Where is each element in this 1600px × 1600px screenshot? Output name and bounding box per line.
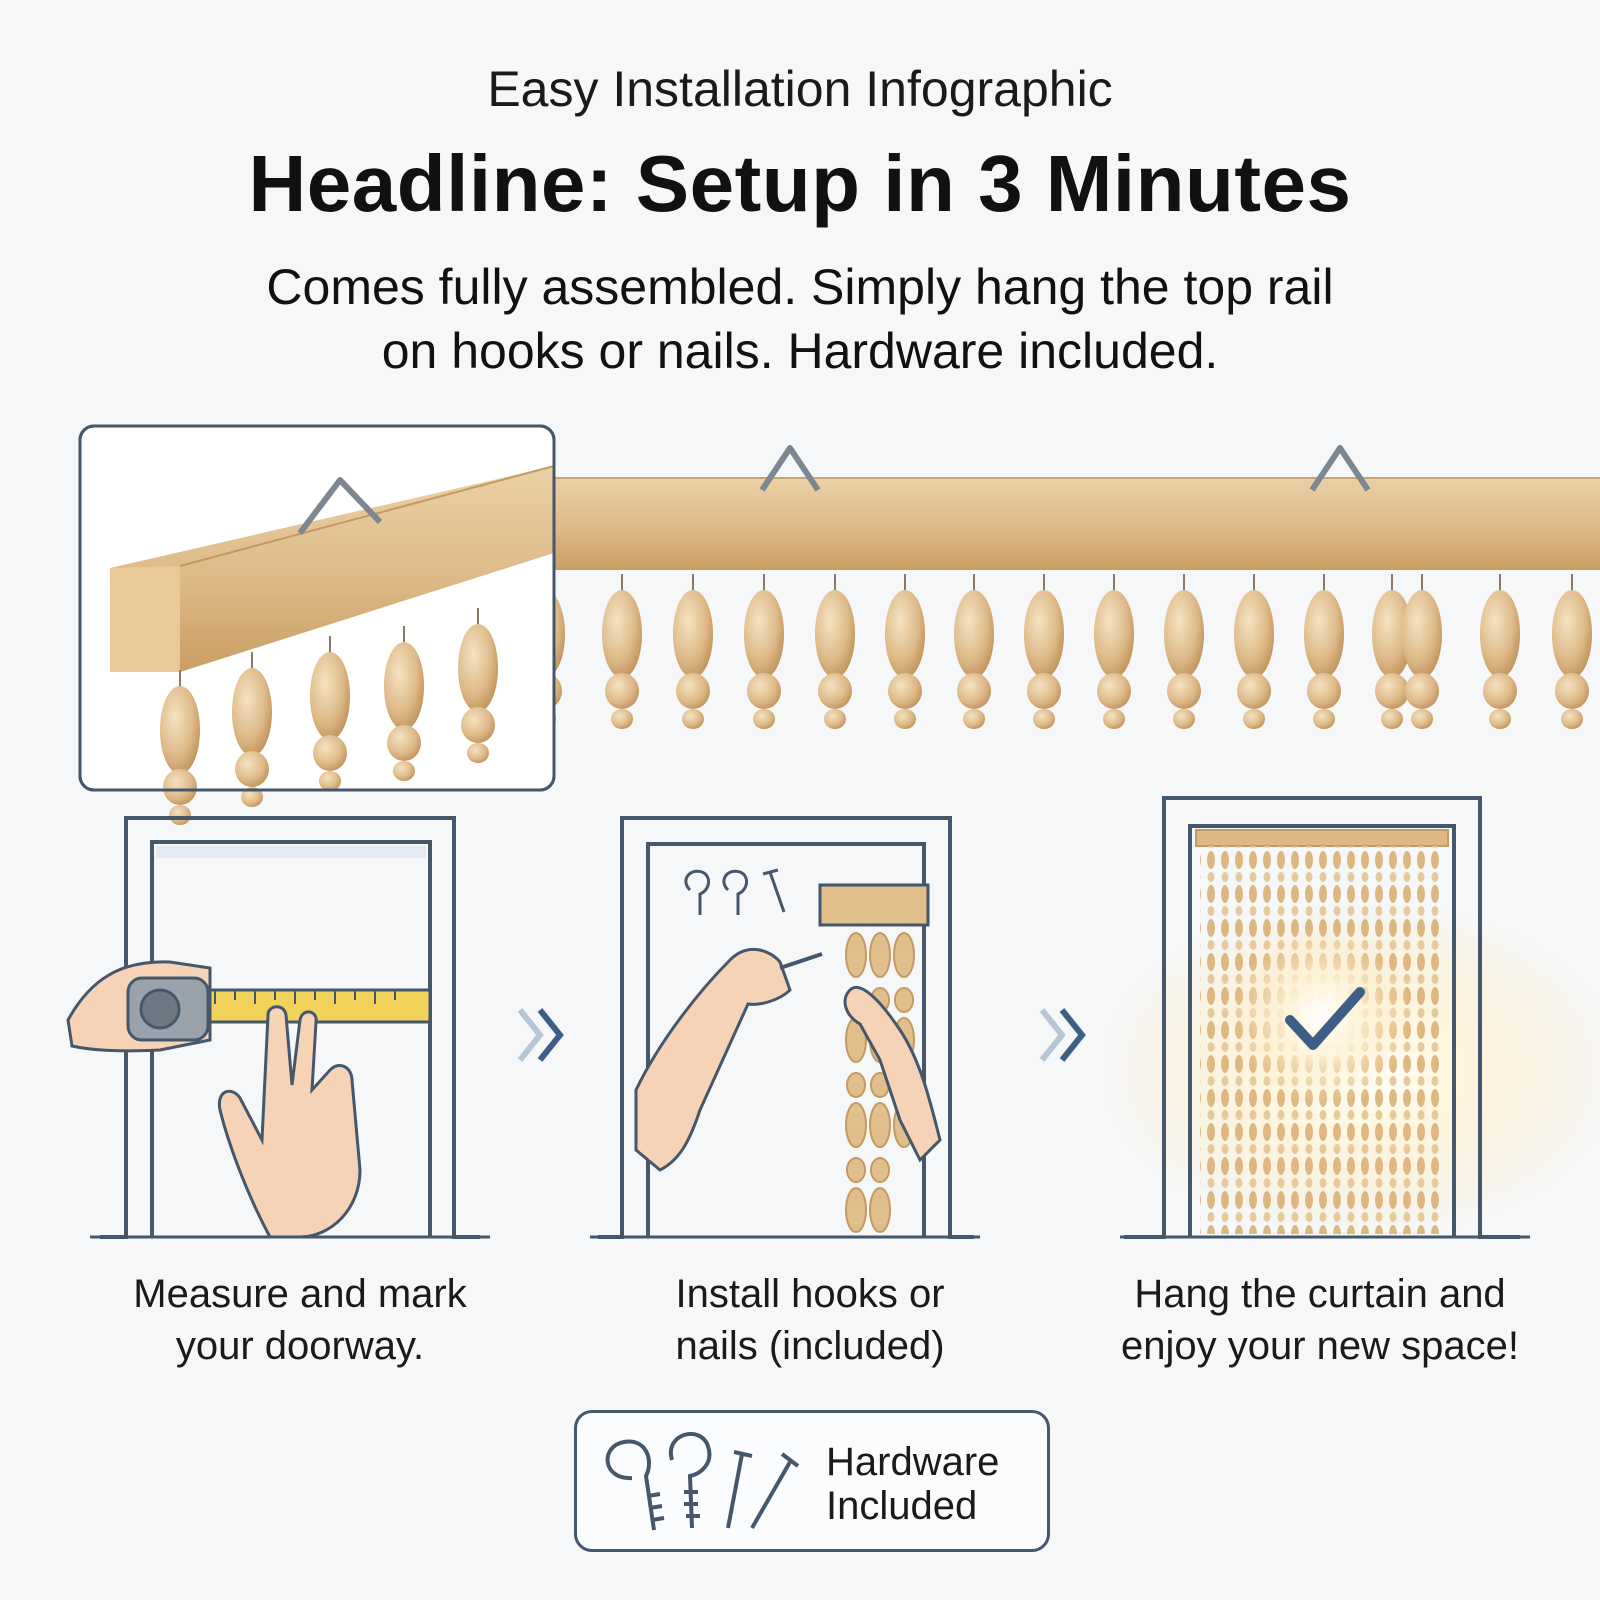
step-2-caption-line-2: nails (included) bbox=[675, 1324, 945, 1368]
hardware-label-line-2: Included bbox=[826, 1484, 978, 1528]
subtext-line-2: on hooks or nails. Hardware included. bbox=[381, 323, 1219, 379]
step-3-caption-line-2: enjoy your new space! bbox=[1120, 1324, 1519, 1368]
checkmark-icon bbox=[1285, 987, 1365, 1050]
subtext-line-1: Comes fully assembled. Simply hang the t… bbox=[266, 259, 1334, 315]
step-1-caption: Measure and mark your doorway. bbox=[80, 1268, 520, 1372]
top-rail bbox=[555, 478, 1600, 570]
step-3-illustration bbox=[1100, 796, 1600, 1240]
headline: Headline: Setup in 3 Minutes bbox=[248, 139, 1352, 228]
hardware-label-line-1: Hardware bbox=[826, 1440, 1000, 1484]
step-1-illustration bbox=[66, 816, 490, 1239]
step-2-caption-line-1: Install hooks or bbox=[675, 1272, 945, 1316]
screw-hook-icon bbox=[684, 868, 786, 915]
hardware-icon bbox=[605, 1431, 800, 1531]
hardware-included-label: Hardware Included bbox=[826, 1440, 1046, 1528]
eyebrow-title: Easy Installation Infographic bbox=[487, 61, 1113, 117]
step-2-caption: Install hooks or nails (included) bbox=[580, 1268, 1040, 1372]
step-1-caption-line-1: Measure and mark bbox=[133, 1272, 467, 1316]
next-arrow-icon bbox=[517, 1008, 564, 1062]
next-arrow-icon bbox=[1039, 1008, 1086, 1062]
step-2-illustration bbox=[590, 816, 980, 1239]
step-3-caption-line-1: Hang the curtain and bbox=[1134, 1272, 1506, 1316]
step-1-caption-line-2: your doorway. bbox=[175, 1324, 425, 1368]
step-3-caption: Hang the curtain and enjoy your new spac… bbox=[1070, 1268, 1570, 1372]
rail-zoom-inset bbox=[78, 424, 556, 826]
subtext: Comes fully assembled. Simply hang the t… bbox=[150, 255, 1450, 383]
